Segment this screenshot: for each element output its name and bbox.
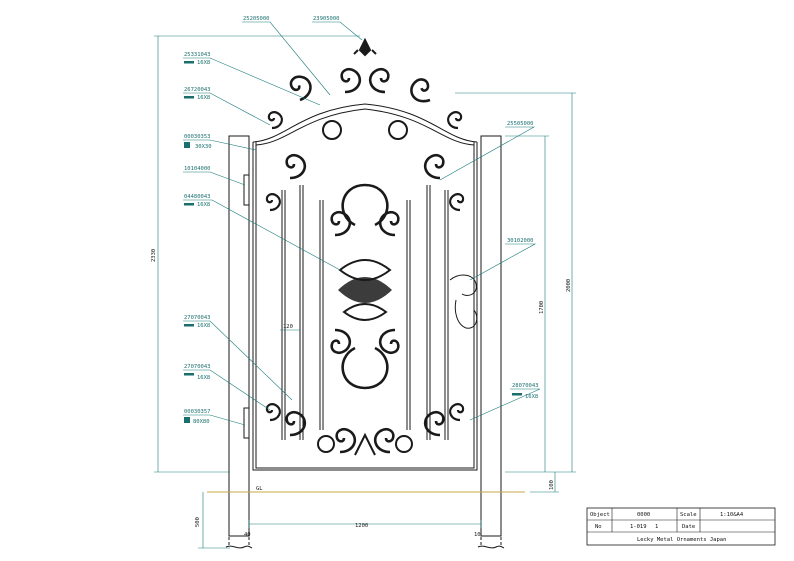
part-code: 25205000 xyxy=(243,16,270,22)
dimension-lines xyxy=(154,35,576,549)
tb-no-label: No xyxy=(595,524,602,530)
ornament-scrolls xyxy=(265,37,465,456)
dim-overall-height: 2330 xyxy=(151,249,157,262)
title-block: Object 0000 Scale 1:10&A4 No 1-019 1 Dat… xyxy=(586,507,776,546)
part-marker xyxy=(184,203,194,206)
part-marker xyxy=(184,96,194,99)
part-code: 27070043 xyxy=(184,315,211,321)
part-size: 16X8 xyxy=(197,323,210,329)
tb-object-label: Object xyxy=(590,512,610,518)
tb-no-value: 1-019 xyxy=(630,524,647,530)
part-size: 16X8 xyxy=(197,60,210,66)
part-marker xyxy=(184,417,190,423)
part-code: 10104000 xyxy=(184,166,211,172)
part-code: 04480043 xyxy=(184,194,211,200)
dim-post-left: 40 xyxy=(244,532,251,538)
part-code: 25505000 xyxy=(507,121,534,127)
part-size: 80X80 xyxy=(193,419,210,425)
part-code: 27070043 xyxy=(184,364,211,370)
part-code: 00030353 xyxy=(184,134,211,140)
dim-width: 1200 xyxy=(355,523,368,529)
gate-frame xyxy=(225,103,505,549)
part-marker xyxy=(512,393,522,396)
part-size: 16X8 xyxy=(197,95,210,101)
part-code: 26720043 xyxy=(184,87,211,93)
part-labels: 25205000 23905000 25331043 16X8 26720043… xyxy=(184,16,539,425)
part-size: 16X8 xyxy=(525,394,538,400)
tb-object-value: 0000 xyxy=(637,512,650,518)
part-size: 16X8 xyxy=(197,375,210,381)
part-size: 30X30 xyxy=(195,144,212,150)
part-code: 25331043 xyxy=(184,52,211,58)
part-code: 00030357 xyxy=(184,409,211,415)
tb-no-sub: 1 xyxy=(655,524,658,530)
dim-opening-height: 2000 xyxy=(566,279,572,292)
part-marker xyxy=(184,373,194,376)
part-code: 23905000 xyxy=(313,16,340,22)
part-code: 28070043 xyxy=(512,383,539,389)
part-marker xyxy=(184,61,194,64)
part-marker xyxy=(184,324,194,327)
gl-label: GL xyxy=(256,486,263,492)
leader-lines xyxy=(183,21,541,426)
tb-date-label: Date xyxy=(682,524,695,530)
part-size: 16X8 xyxy=(197,202,210,208)
dim-frame-height: 1700 xyxy=(539,301,545,314)
dim-bottom-gap: 100 xyxy=(549,480,555,490)
part-code: 30102000 xyxy=(507,238,534,244)
dim-post-right: 10 xyxy=(474,532,481,538)
dim-bar-spacing: 120 xyxy=(283,324,293,330)
tb-scale-label: Scale xyxy=(680,512,697,518)
part-marker xyxy=(184,142,190,148)
tb-scale-value: 1:10&A4 xyxy=(720,512,744,518)
dim-embed-depth: 500 xyxy=(195,517,201,527)
tb-company: Lecky Metal Ornaments Japan xyxy=(637,537,726,543)
